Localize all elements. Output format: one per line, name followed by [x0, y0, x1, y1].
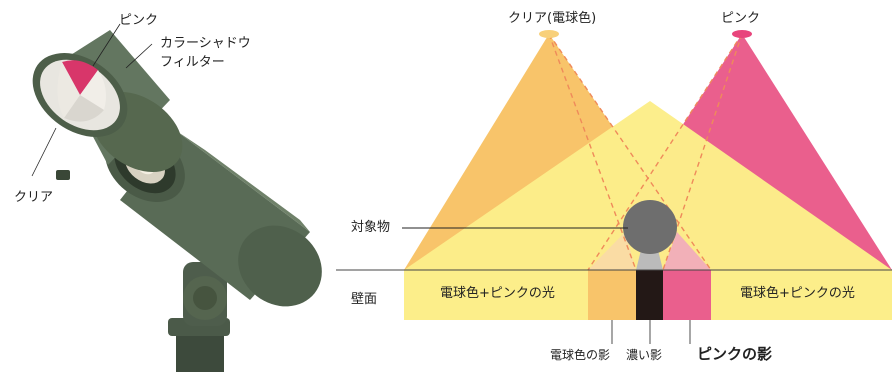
- label-object: 対象物: [351, 220, 391, 235]
- label-pink-shadow: ピンクの影: [697, 345, 773, 363]
- wall-text-left: 電球色+ピンクの光: [440, 286, 555, 301]
- fixture-leader-lines: [31, 23, 153, 177]
- pink-shadow-block: [663, 270, 711, 320]
- label-dark-shadow: 濃い影: [626, 348, 663, 362]
- label-wall: 壁面: [351, 292, 378, 307]
- label-color-shadow-filter-line1: カラーシャドウ: [160, 36, 251, 51]
- wall-text-right: 電球色+ピンクの光: [740, 286, 855, 301]
- label-pink-filter: ピンク: [119, 13, 159, 28]
- object-sphere: [623, 200, 677, 254]
- spotlight-fixture-illustration: [32, 30, 322, 372]
- label-color-shadow-filter-line2: フィルター: [160, 55, 225, 70]
- light-diagram: [336, 30, 892, 344]
- warm-light-source: [539, 30, 559, 38]
- warm-shadow-block: [588, 270, 636, 320]
- pink-light-source: [732, 30, 752, 38]
- dark-shadow-block: [636, 270, 663, 320]
- label-clear-lens: クリア: [14, 190, 54, 205]
- label-warm-light-source: クリア(電球色): [508, 11, 597, 26]
- label-warm-shadow: 電球色の影: [550, 348, 611, 362]
- label-pink-light-source: ピンク: [721, 11, 761, 26]
